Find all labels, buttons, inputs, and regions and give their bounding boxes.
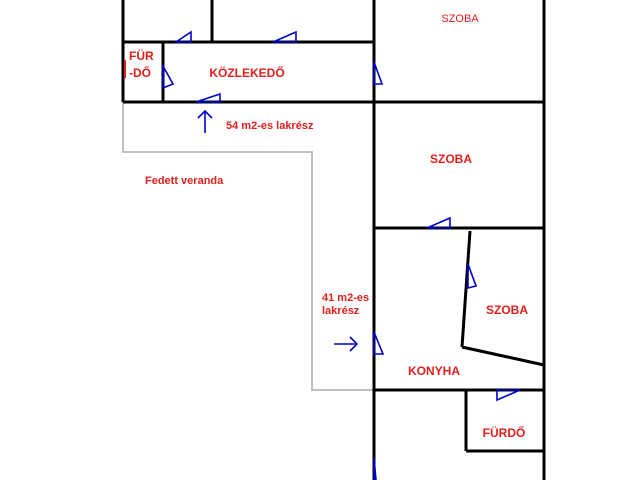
entrance-arrow-41 bbox=[334, 336, 359, 352]
room-label-furdo-small-2: -DŐ bbox=[129, 65, 151, 80]
door-swing-triangle-icon bbox=[373, 61, 384, 85]
door-swing-triangle-icon bbox=[272, 30, 297, 43]
note-apt41-line2: lakrész bbox=[322, 305, 360, 317]
room-label-szoba-right: SZOBA bbox=[486, 303, 528, 317]
note-apt41-line1: 41 m2-es bbox=[322, 292, 369, 304]
door-swing-triangle-icon bbox=[467, 263, 478, 290]
doors bbox=[162, 30, 521, 480]
door-swing-triangle-icon bbox=[496, 389, 521, 402]
note-veranda: Fedett veranda bbox=[145, 175, 224, 187]
door-swing-triangle-icon bbox=[195, 92, 221, 103]
walls-upper-left bbox=[121, 0, 544, 104]
entrance-arrow-54 bbox=[197, 109, 213, 133]
room-label-szoba-top: SZOBA bbox=[441, 13, 479, 25]
door-swing-triangle-icon bbox=[426, 216, 451, 229]
door-swing-triangle-icon bbox=[162, 62, 175, 90]
room-label-furdo: FÜRDŐ bbox=[483, 425, 526, 440]
room-label-furdo-small-1: FÜR bbox=[129, 48, 154, 63]
door-swing-triangle-icon bbox=[373, 331, 385, 355]
room-label-szoba-mid: SZOBA bbox=[430, 152, 472, 166]
note-apt54: 54 m2-es lakrész bbox=[226, 120, 314, 132]
room-label-konyha: KONYHA bbox=[408, 364, 460, 378]
walls-main bbox=[372, 0, 546, 480]
door-swing-triangle-icon bbox=[173, 30, 192, 43]
door-swing-triangle-icon bbox=[373, 457, 377, 480]
veranda-outline bbox=[122, 102, 374, 391]
room-label-kozlekedo: KÖZLEKEDŐ bbox=[209, 65, 284, 80]
